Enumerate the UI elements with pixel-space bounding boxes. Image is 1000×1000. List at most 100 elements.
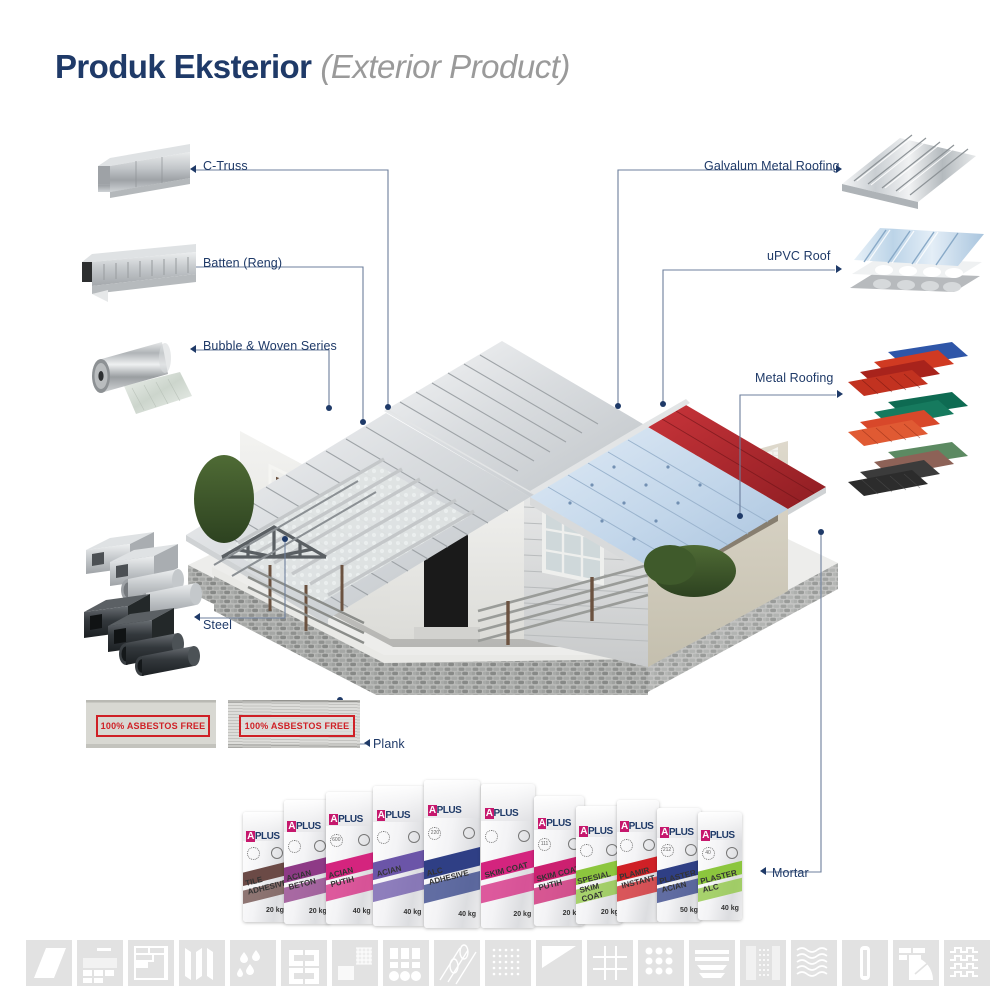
- bag-seal-right: [685, 844, 698, 857]
- callout-dot-galvalum: [615, 403, 621, 409]
- bag-seal-right: [726, 846, 739, 859]
- wall-section-icon: [128, 940, 174, 986]
- bag-seal-right: [408, 830, 421, 843]
- asbestos-free-stamp-2: 100% ASBESTOS FREE: [239, 715, 355, 737]
- bag-seal-left: 111: [538, 837, 551, 851]
- callout-dot-metal-roofing: [737, 513, 743, 519]
- callout-dot-upvc-roof: [660, 401, 666, 407]
- grid-nine-icon: [587, 940, 633, 986]
- callout-label-mortar: Mortar: [772, 866, 809, 880]
- bag-seal-right: [462, 827, 475, 840]
- house-cutaway-illustration: [186, 341, 838, 695]
- product-image-c-truss: [98, 144, 190, 198]
- callout-arrow-steel: [194, 613, 200, 621]
- bag-brand-logo: APLUS: [287, 821, 321, 833]
- product-image-upvc-roof: [850, 228, 984, 292]
- bag-seal-left: 220: [428, 827, 442, 841]
- product-image-batten: [82, 244, 196, 302]
- callout-label-galvalum: Galvalum Metal Roofing: [704, 159, 840, 173]
- tile-grid-icon: [383, 940, 429, 986]
- screw-grid-icon: [638, 940, 684, 986]
- callout-arrow-plank: [364, 739, 370, 747]
- callout-arrow-galvalum: [836, 165, 842, 173]
- callout-arrow-bubble-woven: [190, 345, 196, 353]
- bag-brand-logo: APLUS: [484, 808, 519, 820]
- bag-seal-right: [643, 839, 656, 852]
- bag-seal-left: 212: [660, 844, 674, 858]
- plank-icon: [26, 940, 72, 986]
- bag-seal-left: 40: [701, 846, 715, 860]
- bag-weight: 20 kg: [308, 908, 327, 916]
- bag-seal-left: [377, 830, 391, 844]
- bag-weight: 40 kg: [352, 907, 371, 915]
- pipe-roll-icon: [434, 940, 480, 986]
- page-title-sub: (Exterior Product): [320, 48, 570, 85]
- callout-arrow-c-truss: [190, 165, 196, 173]
- bag-brand-logo: APLUS: [427, 805, 462, 817]
- callout-label-plank: Plank: [373, 737, 405, 751]
- mesh-strip-icon: [740, 940, 786, 986]
- product-image-galvalum: [842, 134, 976, 209]
- callout-label-upvc-roof: uPVC Roof: [767, 249, 831, 263]
- bag-seal-right: [518, 830, 531, 843]
- callout-arrow-mortar: [760, 867, 766, 875]
- waterproof-drops-icon: [230, 940, 276, 986]
- page-title: Produk Eksterior(Exterior Product): [55, 48, 570, 86]
- bag-brand-logo: APLUS: [246, 830, 280, 842]
- bag-brand-logo: APLUS: [376, 809, 411, 821]
- callout-arrow-metal-roofing: [837, 390, 843, 398]
- bag-weight: 50 kg: [680, 907, 698, 915]
- product-image-bubble-woven: [92, 342, 192, 414]
- bag-weight: 20 kg: [562, 909, 581, 917]
- bag-weight: 20 kg: [513, 910, 532, 918]
- dotted-board-icon: [485, 940, 531, 986]
- louver-icon: [689, 940, 735, 986]
- bag-seal-left: [579, 843, 593, 857]
- steel-profile-icon: [281, 940, 327, 986]
- decorative-icon-strip: [0, 928, 1000, 1000]
- product-image-plank-smooth: 100% ASBESTOS FREE: [86, 700, 216, 748]
- bag-seal-left: [246, 847, 260, 861]
- callout-label-metal-roofing: Metal Roofing: [755, 371, 834, 385]
- brick-arch-icon: [893, 940, 939, 986]
- bag-weight: 40 kg: [403, 909, 422, 917]
- bag-brand-logo: APLUS: [660, 827, 694, 839]
- callout-arrow-upvc-roof: [836, 265, 842, 273]
- bag-weight: 40 kg: [458, 910, 477, 918]
- callout-dot-c-truss: [385, 404, 391, 410]
- callout-dot-mortar: [818, 529, 824, 535]
- bag-brand-logo: APLUS: [537, 818, 571, 830]
- bag-brand-logo: APLUS: [579, 826, 613, 838]
- bag-brand-logo: APLUS: [329, 814, 363, 826]
- bag-seal-right: [313, 839, 326, 852]
- bag-weight: 40 kg: [721, 905, 739, 913]
- callout-dot-batten: [360, 419, 366, 425]
- bag-seal-left: [620, 839, 634, 853]
- bag-seal-left: [485, 830, 499, 844]
- mesh-panel-icon: [332, 940, 378, 986]
- bag-seal-right: [357, 834, 370, 847]
- callout-dot-steel: [282, 536, 288, 542]
- bag-brand-logo: APLUS: [701, 830, 735, 842]
- product-image-metal-roofing: [848, 342, 968, 496]
- bag-seal-right: [271, 847, 284, 860]
- corrugated-icon: [944, 940, 990, 986]
- product-image-plank-woodgrain: 100% ASBESTOS FREE: [228, 700, 360, 748]
- bag-brand-logo: APLUS: [619, 820, 654, 832]
- callout-dot-bubble-woven: [326, 405, 332, 411]
- bag-seal-left: 600: [329, 834, 343, 848]
- page-title-main: Produk Eksterior: [55, 48, 312, 85]
- wave-sheet-icon: [791, 940, 837, 986]
- callout-label-c-truss: C-Truss: [203, 159, 248, 173]
